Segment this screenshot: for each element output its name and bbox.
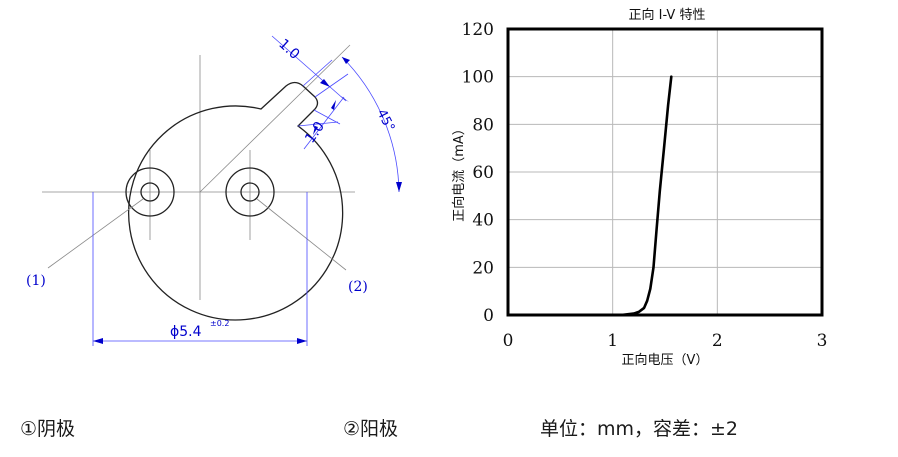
x-tick-label-3: 3 xyxy=(817,331,828,351)
x-tick-label-0: 0 xyxy=(503,331,514,351)
y-tick-label-6: 120 xyxy=(462,20,494,40)
y-tick-label-0: 0 xyxy=(483,306,494,326)
ref-label-2: (2) xyxy=(348,279,368,295)
x-tick-label-1: 1 xyxy=(607,331,618,351)
caption-cathode: ①阴极 xyxy=(20,418,76,440)
angle-dimension xyxy=(341,56,402,193)
y-tick-label-4: 80 xyxy=(472,115,494,135)
y-tick-label-1: 20 xyxy=(472,258,494,278)
y-axis-label: 正向电流（mA） xyxy=(451,122,467,222)
tab-length-dimension xyxy=(297,96,345,150)
body-outline xyxy=(128,81,344,321)
caption-units: 单位：mm，容差：±2 xyxy=(540,418,739,440)
x-axis-label: 正向电压（V） xyxy=(622,352,709,368)
technical-drawing: (1) (2) ϕ5.4 ±0.2 1.0 1.0 45° xyxy=(26,35,402,346)
leader-line-2 xyxy=(256,198,347,271)
chart-title: 正向 I-V 特性 xyxy=(629,7,706,23)
anode-pad-inner xyxy=(240,182,260,202)
cathode-pad-inner xyxy=(140,182,160,202)
leader-line-1 xyxy=(47,198,144,269)
ref-label-1: (1) xyxy=(26,273,46,289)
x-tick-label-2: 2 xyxy=(712,331,723,351)
plot-frame xyxy=(506,27,824,317)
y-tick-label-5: 100 xyxy=(462,68,494,88)
y-tick-label-3: 60 xyxy=(472,163,494,183)
diameter-dimension xyxy=(92,192,308,346)
cathode-pad-outer xyxy=(125,167,175,217)
series-line-0 xyxy=(506,75,673,317)
diameter-tolerance: ±0.2 xyxy=(210,319,229,328)
anode-pad-outer xyxy=(225,167,275,217)
iv-chart: 正向 I-V 特性 0 1 2 3 0 20 40 60 80 100 120 正向电压（V） 正向… xyxy=(451,7,828,368)
caption-anode: ②阳极 xyxy=(343,418,399,440)
center-lines xyxy=(42,44,355,300)
angle-label: 45° xyxy=(373,107,397,134)
tab-width-dimension xyxy=(271,35,349,102)
diameter-label: ϕ5.4 xyxy=(170,324,202,340)
y-tick-label-2: 40 xyxy=(472,211,494,231)
chart-ticks: 0 1 2 3 0 20 40 60 80 100 120 xyxy=(462,20,828,351)
chart-series xyxy=(506,75,673,317)
chart-grid xyxy=(507,28,823,316)
